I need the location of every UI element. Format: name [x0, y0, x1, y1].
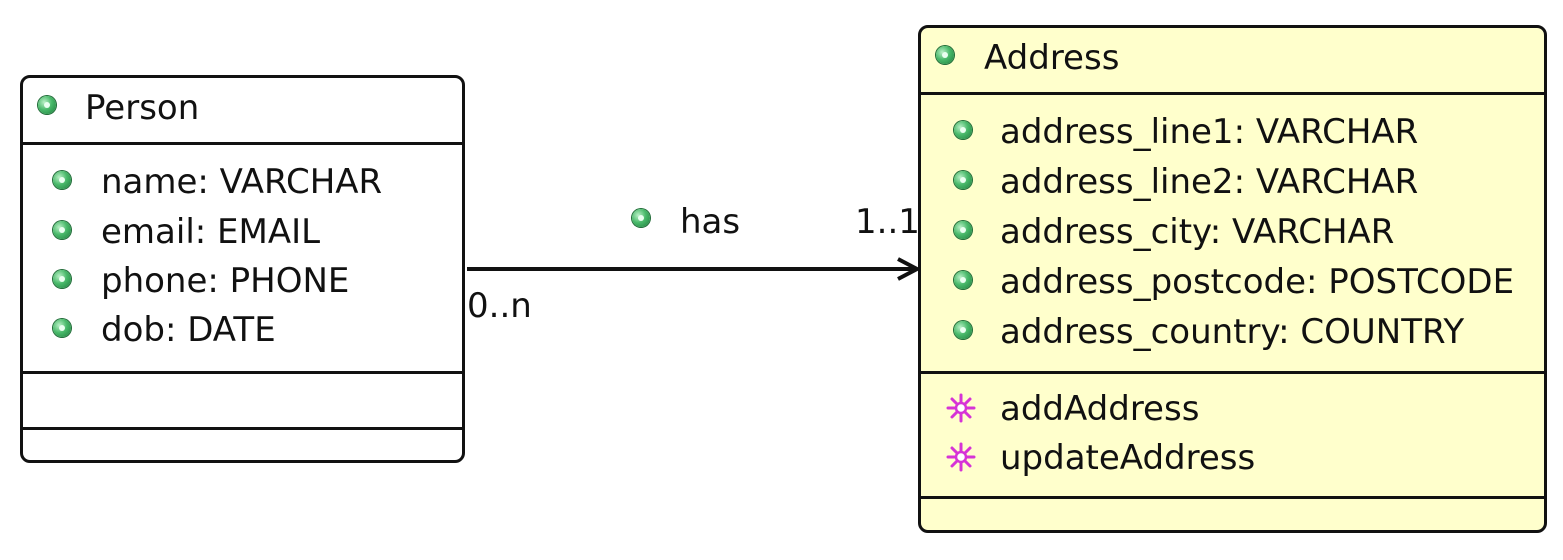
attribute-row[interactable]: address_country: COUNTRY	[921, 312, 1541, 352]
attribute-icon	[954, 321, 972, 339]
address-attributes-divider	[921, 371, 1544, 374]
attribute-row[interactable]: name: VARCHAR	[23, 162, 463, 202]
attribute-icon	[53, 171, 71, 189]
attribute-icon	[954, 221, 972, 239]
attribute-label: address_line1: VARCHAR	[1000, 112, 1419, 152]
attribute-row[interactable]: address_line2: VARCHAR	[921, 162, 1541, 202]
attribute-row[interactable]: dob: DATE	[23, 310, 463, 350]
address-title-divider	[921, 92, 1544, 95]
attribute-icon	[954, 171, 972, 189]
person-attributes-divider	[23, 371, 462, 374]
attribute-icon	[954, 121, 972, 139]
person-class[interactable]: Person name: VARCHAR email: EMAIL phone:…	[20, 75, 465, 463]
association-icon	[632, 209, 650, 227]
attribute-label: address_city: VARCHAR	[1000, 212, 1395, 252]
class-icon	[38, 96, 56, 114]
address-class[interactable]: Address address_line1: VARCHAR address_l…	[918, 25, 1547, 533]
attribute-label: address_postcode: POSTCODE	[1000, 262, 1515, 302]
operation-row[interactable]: addAddress	[921, 389, 1541, 429]
attribute-row[interactable]: address_line1: VARCHAR	[921, 112, 1541, 152]
attribute-icon	[53, 319, 71, 337]
association-name[interactable]: has	[680, 202, 741, 242]
attribute-icon	[954, 271, 972, 289]
attribute-label: dob: DATE	[101, 310, 276, 350]
source-multiplicity[interactable]: 0..n	[467, 286, 532, 326]
person-title-divider	[23, 142, 462, 145]
person-class-title: Person	[85, 88, 200, 128]
attribute-label: address_line2: VARCHAR	[1000, 162, 1419, 202]
attribute-label: phone: PHONE	[101, 261, 350, 301]
address-class-title: Address	[984, 38, 1120, 78]
person-operations-divider	[23, 427, 462, 430]
operation-row[interactable]: updateAddress	[921, 438, 1541, 478]
operation-label: addAddress	[1000, 389, 1200, 429]
address-operations-divider	[921, 496, 1544, 499]
attribute-row[interactable]: address_city: VARCHAR	[921, 212, 1541, 252]
navigation-arrowhead	[897, 257, 922, 281]
attribute-icon	[53, 221, 71, 239]
attribute-row[interactable]: address_postcode: POSTCODE	[921, 262, 1541, 302]
attribute-label: email: EMAIL	[101, 212, 321, 252]
operation-icon	[946, 393, 976, 423]
attribute-row[interactable]: phone: PHONE	[23, 261, 463, 301]
attribute-row[interactable]: email: EMAIL	[23, 212, 463, 252]
operation-label: updateAddress	[1000, 438, 1256, 478]
class-icon	[936, 46, 954, 64]
attribute-icon	[53, 270, 71, 288]
target-multiplicity[interactable]: 1..1	[855, 202, 920, 242]
attribute-label: name: VARCHAR	[101, 162, 383, 202]
operation-icon	[946, 442, 976, 472]
attribute-label: address_country: COUNTRY	[1000, 312, 1465, 352]
